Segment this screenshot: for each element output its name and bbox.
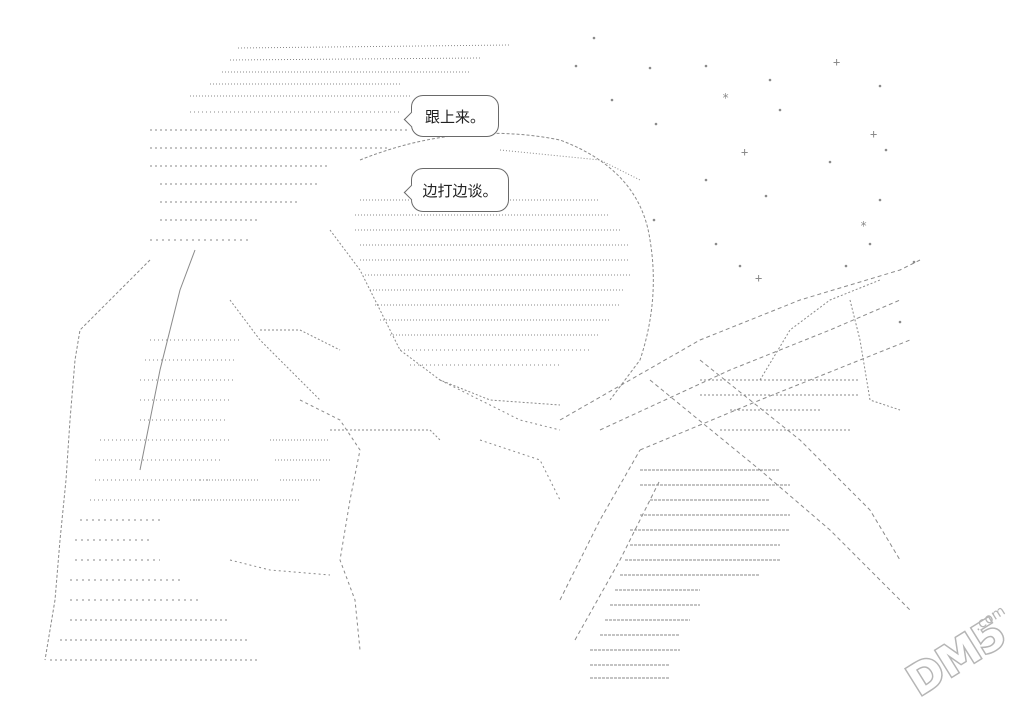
star-field: + * + + * + (574, 36, 916, 324)
svg-text:+: + (755, 271, 762, 285)
dm5-watermark-logo: DM5 .com (897, 603, 1016, 700)
sword-lines (559, 259, 921, 641)
speech-text-2: 边打边谈。 (422, 181, 498, 200)
speech-bubble-1: 跟上来。 (403, 95, 499, 137)
svg-text:+: + (741, 145, 748, 159)
speech-text-1: 跟上来。 (424, 107, 485, 126)
svg-text:*: * (860, 219, 867, 233)
svg-text:*: * (722, 91, 729, 105)
speech-bubble-2: 边打边谈。 (403, 168, 509, 212)
svg-text:+: + (870, 127, 877, 141)
left-figure-body (44, 249, 441, 661)
right-figure-hood (329, 132, 654, 501)
right-figure-hand (590, 279, 901, 679)
svg-text:+: + (833, 55, 840, 69)
left-figure-head (150, 44, 511, 241)
